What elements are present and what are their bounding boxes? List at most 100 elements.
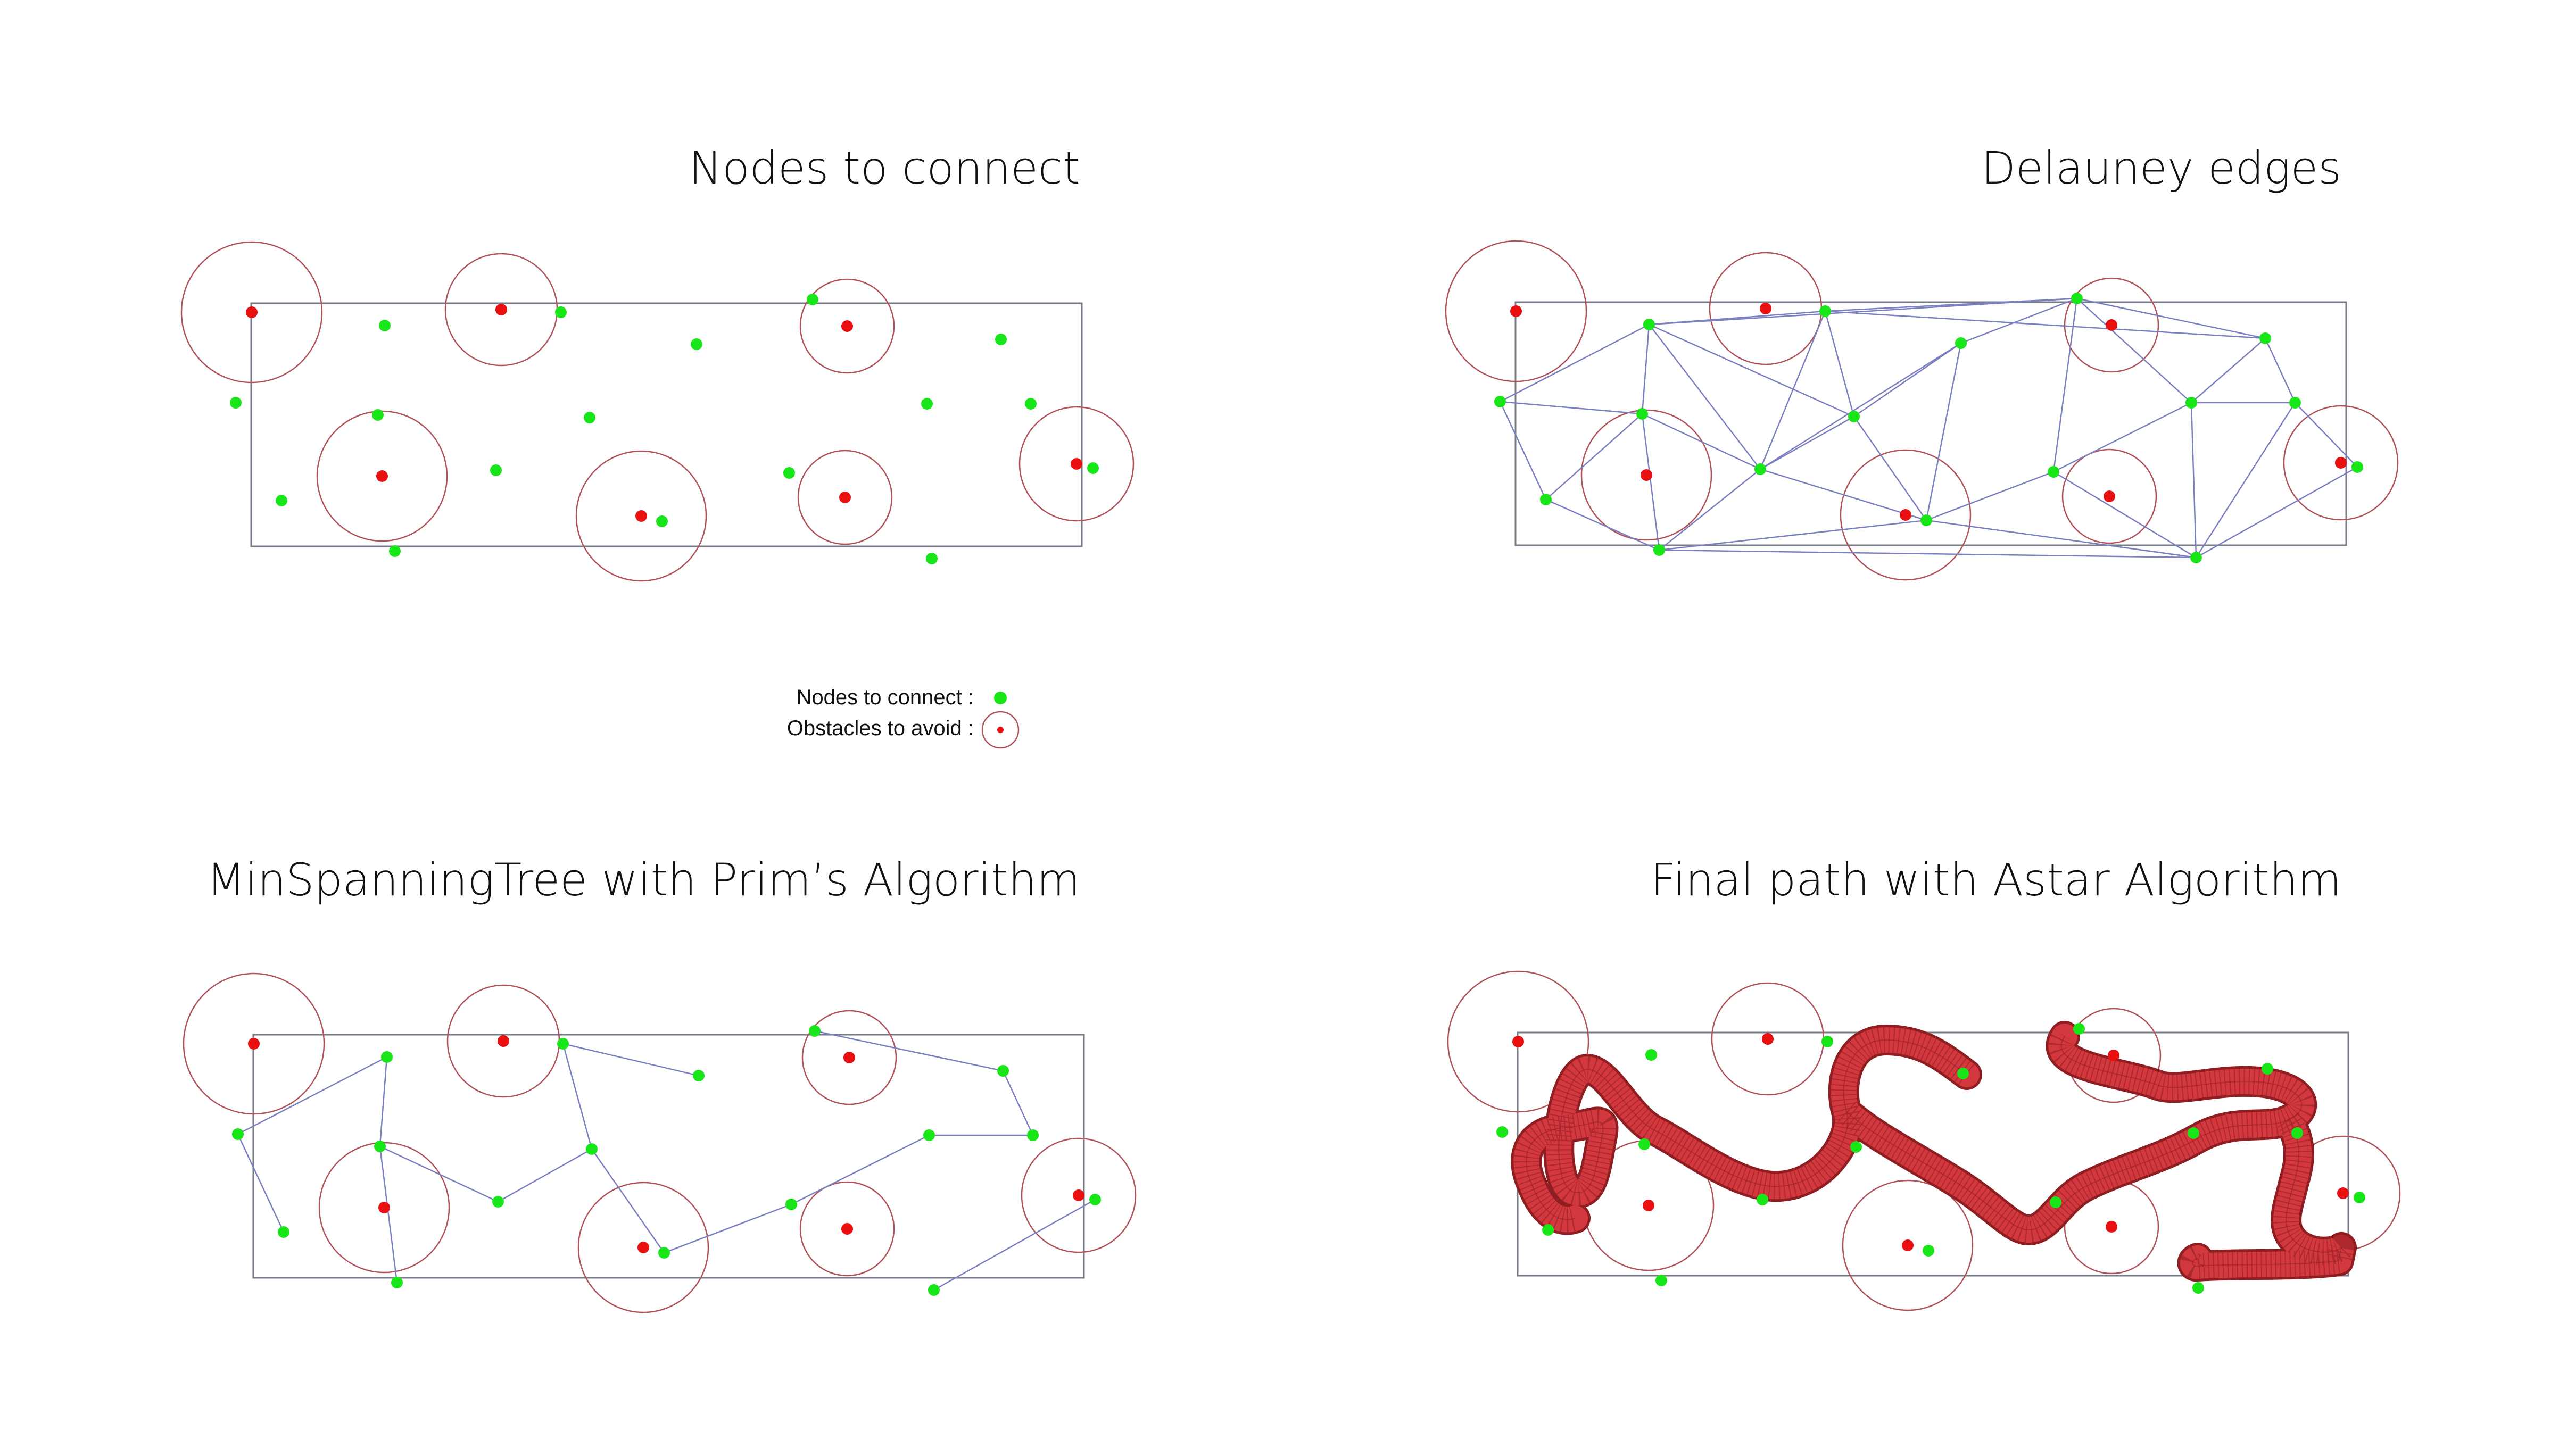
delaunay-edge <box>1500 323 1650 403</box>
nodes-node <box>656 515 668 527</box>
mst-obstacle-ring <box>799 1181 895 1277</box>
nodes-node <box>691 338 702 350</box>
delaunay-node <box>2351 461 2363 473</box>
delaunay-edge <box>1545 498 1660 551</box>
mst-edge <box>379 1145 499 1203</box>
nodes-node <box>389 545 401 557</box>
delaunay-edge <box>1825 310 2266 339</box>
panel-astar <box>1447 970 2401 1311</box>
delaunay-obstacle-dot <box>1510 305 1522 317</box>
legend-obstacles-label: Obstacles to avoid : <box>787 717 974 740</box>
mst-obstacle-ring <box>1021 1137 1137 1253</box>
mst-node <box>492 1196 504 1208</box>
mst-edge <box>379 1146 398 1283</box>
nodes-node <box>1087 462 1099 474</box>
delaunay-edge <box>2191 338 2266 403</box>
panel-title-nodes: Nodes to connect <box>689 142 1080 194</box>
delaunay-obstacle-ring <box>2283 405 2399 521</box>
delaunay-node <box>1848 411 1860 422</box>
mst-obstacle-ring <box>183 972 325 1115</box>
delaunay-node <box>2048 466 2059 478</box>
delaunay-obstacle-dot <box>1760 303 1771 314</box>
nodes-obstacle-dot <box>839 492 851 503</box>
mst-node <box>374 1141 386 1152</box>
delaunay-edge <box>2076 298 2192 403</box>
mst-obstacle-dot <box>1073 1189 1084 1201</box>
delaunay-edge <box>1926 519 2197 559</box>
delaunay-node <box>1540 494 1552 505</box>
astar-node <box>2188 1127 2199 1139</box>
nodes-obstacle-ring <box>797 450 893 545</box>
nodes-obstacle-dot <box>246 306 258 318</box>
delaunay-edge <box>1649 324 1761 470</box>
delaunay-edge <box>1649 323 1854 418</box>
delaunay-edge <box>2076 297 2266 339</box>
nodes-node <box>276 495 287 506</box>
nodes-boundary-frame <box>250 302 1083 547</box>
astar-node <box>1850 1141 1862 1153</box>
delaunay-edge <box>1960 297 2077 344</box>
astar-node <box>1923 1245 1934 1257</box>
delaunay-edge <box>1659 519 1927 551</box>
delaunay-edge <box>2264 338 2296 403</box>
mst-node <box>391 1277 403 1288</box>
delaunay-edge <box>1925 343 1962 521</box>
astar-obstacle-dot <box>1643 1200 1654 1211</box>
delaunay-node <box>1819 305 1831 317</box>
delaunay-edge <box>1545 413 1643 500</box>
astar-node <box>1638 1138 1650 1150</box>
delaunay-obstacle-dot <box>2104 490 2115 502</box>
mst-edge <box>664 1203 792 1254</box>
nodes-obstacle-dot <box>841 320 853 332</box>
nodes-obstacle-ring <box>575 450 707 582</box>
mst-edge <box>591 1149 665 1253</box>
astar-obstacle-dot <box>1762 1033 1774 1045</box>
mst-obstacle-dot <box>378 1202 390 1213</box>
mst-node <box>557 1038 569 1050</box>
astar-node <box>1496 1126 1508 1138</box>
delaunay-edge <box>2295 402 2358 468</box>
delaunay-node <box>1653 544 1665 556</box>
astar-node <box>2354 1192 2365 1203</box>
delaunay-node <box>1754 463 1766 475</box>
legend: Nodes to connect : Obstacles to avoid : <box>787 686 1020 749</box>
mst-obstacle-ring <box>801 1010 897 1105</box>
mst-node <box>997 1065 1009 1077</box>
astar-final-path-centerline <box>1526 1036 2342 1267</box>
nodes-node <box>230 397 242 409</box>
delaunay-edge <box>1926 471 2054 521</box>
delaunay-edge <box>1824 311 1855 417</box>
astar-obstacle-dot <box>2337 1187 2349 1199</box>
mst-edge <box>791 1134 930 1205</box>
delaunay-node <box>2289 397 2301 409</box>
delaunay-edge <box>2195 402 2296 558</box>
astar-node <box>2192 1282 2204 1294</box>
delaunay-obstacle-dot <box>2335 457 2347 469</box>
mst-node <box>232 1128 244 1140</box>
delaunay-obstacle-dot <box>2106 319 2117 331</box>
delaunay-edge <box>1641 413 1660 551</box>
nodes-node <box>1025 398 1037 410</box>
mst-edge <box>379 1056 388 1147</box>
delaunay-edge <box>1641 324 1650 414</box>
delaunay-obstacle-dot <box>1900 509 1911 521</box>
astar-node <box>2291 1127 2303 1139</box>
delaunay-node <box>1643 319 1655 330</box>
mst-node <box>278 1226 289 1238</box>
delaunay-edge <box>1853 342 1961 418</box>
mst-edge <box>498 1148 592 1203</box>
astar-node <box>1757 1194 1768 1205</box>
nodes-node <box>584 412 595 423</box>
delaunay-obstacle-ring <box>1445 240 1587 382</box>
panel-title-delaunay: Delauney edges <box>1981 142 2341 194</box>
nodes-node <box>995 334 1007 345</box>
delaunay-obstacle-ring <box>1840 449 1972 581</box>
mst-boundary-frame <box>252 1034 1085 1279</box>
nodes-node <box>926 553 938 564</box>
delaunay-boundary-frame <box>1514 301 2347 546</box>
delaunay-edge <box>1500 401 1643 415</box>
mst-edge <box>1002 1070 1034 1136</box>
panel-delaunay <box>1445 240 2399 581</box>
delaunay-edge <box>1760 415 1854 470</box>
